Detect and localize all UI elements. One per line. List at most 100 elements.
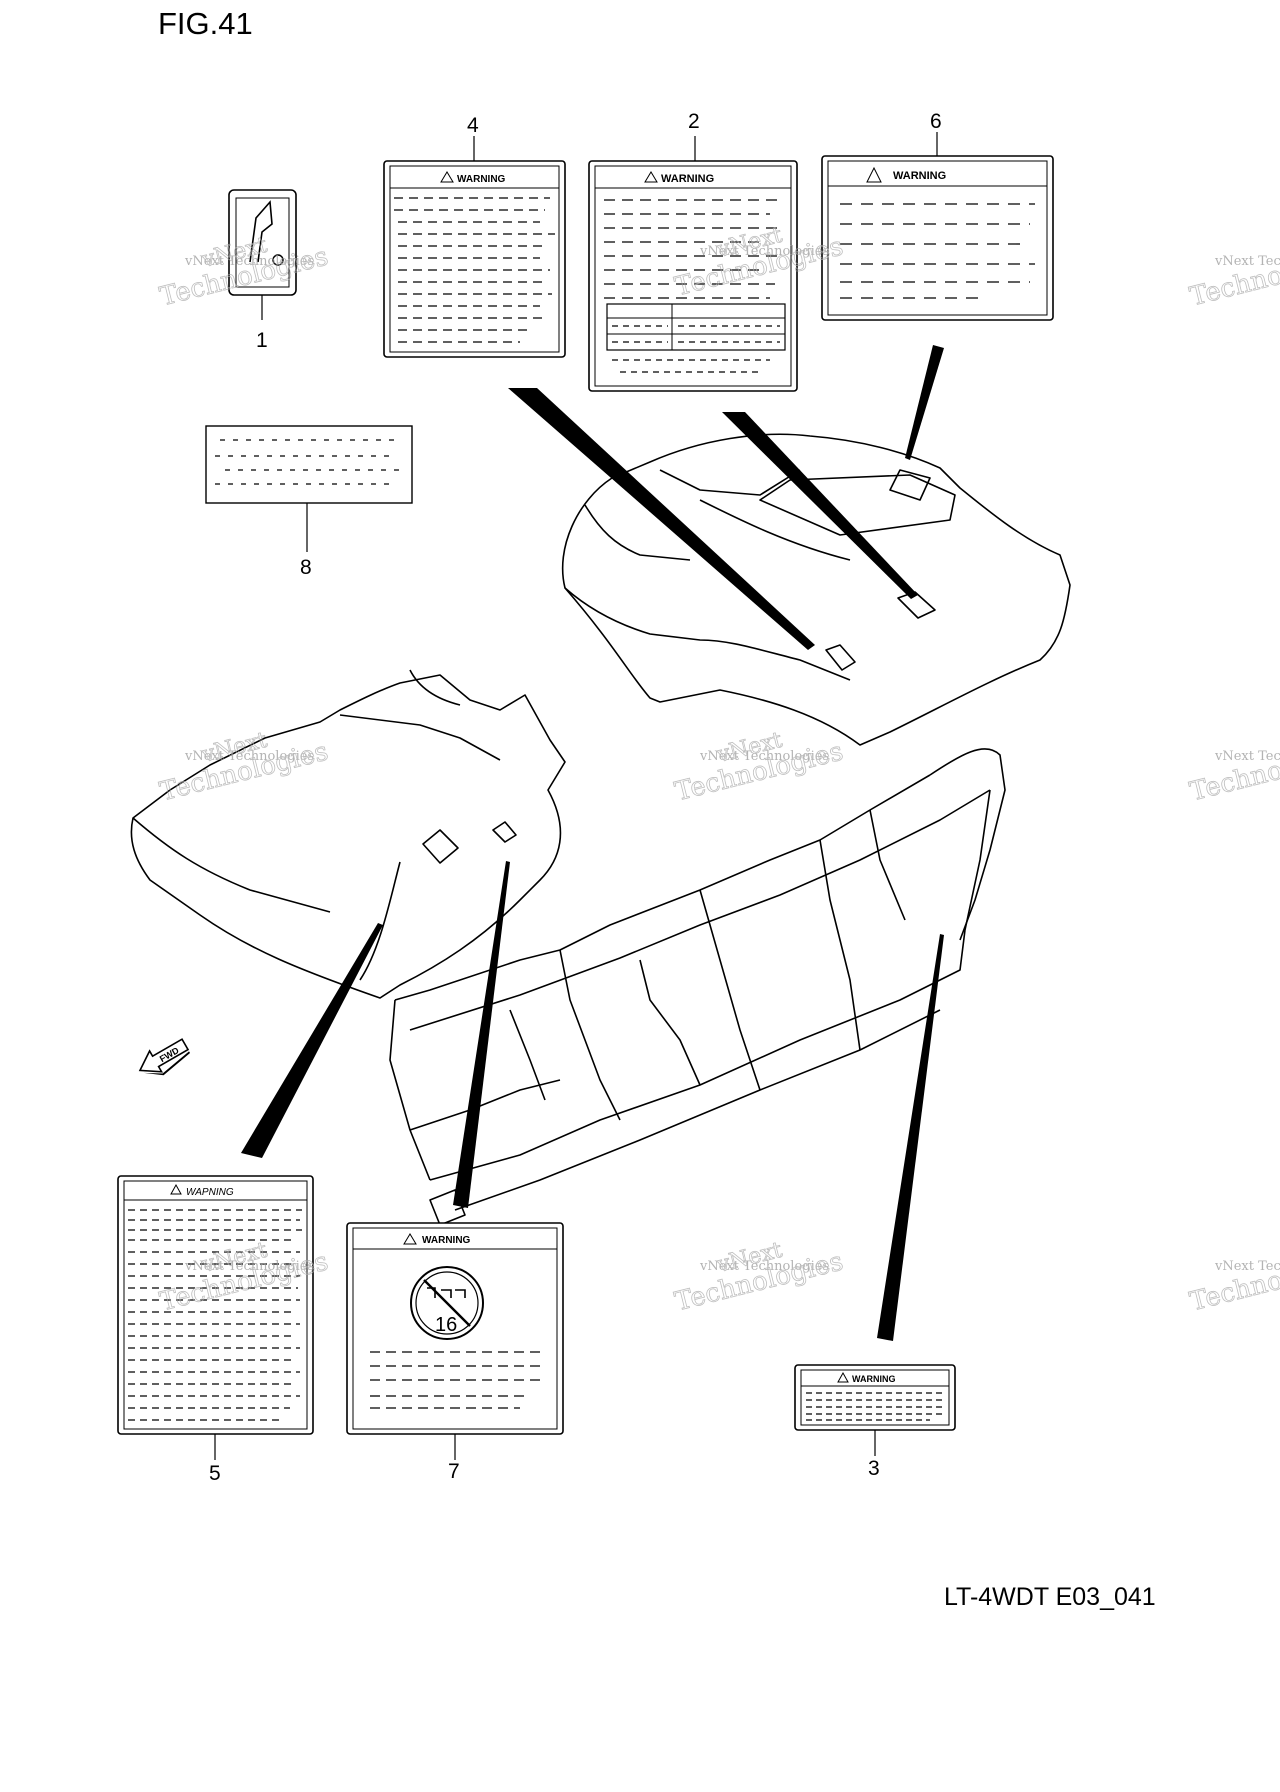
callout-3: 3 — [868, 1457, 880, 1480]
label-8 — [205, 425, 413, 552]
warning-triangle-icon — [644, 171, 658, 183]
label-5-heading: WAPNING — [186, 1187, 234, 1198]
frame-lower-rail — [429, 929, 966, 1181]
callout-5: 5 — [209, 1462, 221, 1485]
label-3-text-lines — [806, 1392, 944, 1421]
label-6: WARNING — [821, 132, 1054, 321]
frame-rear-loop — [929, 748, 1006, 941]
front-fender-lower-edge — [132, 817, 331, 913]
age-limit: 16 — [435, 1314, 457, 1336]
label-position-2 — [897, 591, 936, 619]
frame-main-rail — [394, 774, 931, 1001]
label-2: WARNING — [588, 136, 798, 392]
callout-6: 6 — [930, 110, 942, 133]
fwd-arrow-icon — [138, 1038, 190, 1073]
watermark: vNext Technologies Technologies — [1187, 1246, 1280, 1318]
label-1 — [228, 189, 297, 320]
frame-rear-loop-inner — [964, 789, 991, 931]
callout-4: 4 — [467, 114, 479, 137]
label-4-heading: WARNING — [457, 174, 506, 185]
svg-text:vNext Technologies: vNext Technologies — [699, 1259, 829, 1274]
svg-text:Technologies: Technologies — [1187, 242, 1280, 313]
label-4: WARNING — [383, 136, 566, 358]
svg-text:vNext Technologies: vNext Technologies — [184, 254, 314, 269]
label-position-6 — [889, 469, 931, 501]
callout-8: 8 — [300, 556, 312, 579]
label-6-heading: WARNING — [893, 170, 946, 182]
warning-triangle-icon — [170, 1183, 182, 1195]
svg-text:Technologies: Technologies — [1187, 1247, 1280, 1318]
svg-text:vNext Technologies: vNext Technologies — [184, 749, 314, 764]
rear-fender — [561, 433, 1071, 746]
frame-brace-2 — [639, 959, 701, 1086]
label-7-heading: WARNING — [422, 1235, 471, 1246]
fwd-arrow: FWD — [138, 1038, 191, 1076]
callout-1: 1 — [256, 329, 268, 352]
leader-4 — [508, 388, 815, 650]
callout-7: 7 — [448, 1460, 460, 1483]
frame-front-down-tube — [389, 999, 431, 1181]
warning-triangle-icon — [403, 1233, 417, 1245]
leader-3 — [877, 934, 944, 1341]
svg-text:vNext Technologies: vNext Technologies — [184, 1259, 314, 1274]
label-3-heading: WARNING — [852, 1374, 896, 1384]
leader-5 — [241, 923, 383, 1158]
warning-triangle-icon — [837, 1371, 849, 1383]
svg-text:vNext Technologies: vNext Technologies — [1214, 1259, 1280, 1274]
label-2-heading: WARNING — [661, 173, 714, 185]
leader-7 — [453, 861, 510, 1208]
leader-2 — [722, 412, 918, 599]
frame-brace-3 — [409, 1079, 561, 1131]
label-4-text-lines — [394, 197, 555, 343]
watermark: vNext Technologies Technologies — [1187, 736, 1280, 808]
label-position-4 — [825, 644, 856, 671]
callout-numbers: 1 2 3 4 5 6 7 8 — [209, 110, 942, 1485]
leaders — [241, 345, 944, 1341]
rear-fender-rack — [659, 469, 801, 496]
svg-text:vNext Technologies: vNext Technologies — [699, 244, 829, 259]
front-fender-outline — [130, 674, 566, 999]
label-6-text-lines — [840, 203, 1035, 299]
watermark: vNext Technologies vNext Technologies — [157, 727, 332, 807]
front-fender — [130, 669, 566, 999]
svg-text:vNext Technologies: vNext Technologies — [1214, 254, 1280, 269]
front-fender-crease — [359, 861, 401, 981]
figure-title: FIG.41 — [158, 6, 253, 41]
frame-cross-member-1 — [559, 949, 621, 1121]
watermark: vNext Technologies vNext Technologies — [157, 232, 332, 312]
front-fender-notch — [409, 669, 461, 706]
label-7-text-lines — [370, 1351, 545, 1409]
label-2-text-lines — [604, 199, 782, 299]
label-7: WARNING 16 — [346, 1222, 564, 1460]
watermark: vNext Technologies vNext Technologies — [672, 727, 847, 807]
label-position-5 — [422, 829, 459, 864]
frame-cross-member-2 — [699, 889, 761, 1091]
watermark: vNext Technologies Technologies — [1187, 241, 1280, 313]
label-5-text-lines — [128, 1209, 302, 1421]
svg-text:vNext Technologies: vNext Technologies — [1214, 749, 1280, 764]
front-fender-edge — [339, 714, 501, 761]
rear-fender-crease — [699, 499, 851, 561]
frame-lower-rail-inner — [454, 1009, 941, 1211]
warning-triangle-icon — [440, 171, 454, 183]
rear-fender-edge — [564, 587, 851, 681]
frame-main-rail-inner — [409, 789, 991, 1031]
watermark: vNext Technologies vNext Technologies — [672, 1237, 847, 1317]
label-3: WARNING — [794, 1364, 956, 1456]
no-under-16-icon: 16 — [410, 1266, 484, 1340]
label-8-text-lines — [215, 439, 405, 485]
frame-brace-1 — [509, 1009, 546, 1101]
frame-cross-member-3 — [819, 839, 861, 1051]
leader-6 — [905, 345, 944, 460]
label-5: WAPNING — [117, 1175, 314, 1460]
svg-text:vNext Technologies: vNext Technologies — [699, 749, 829, 764]
label-2-table — [606, 303, 786, 351]
frame — [389, 748, 1006, 1226]
ignition-pictogram-icon — [249, 200, 273, 263]
frame-cross-member-4 — [869, 809, 906, 921]
rear-fender-outline — [561, 433, 1071, 746]
warning-triangle-icon — [866, 166, 882, 183]
label-position-7 — [492, 821, 517, 843]
